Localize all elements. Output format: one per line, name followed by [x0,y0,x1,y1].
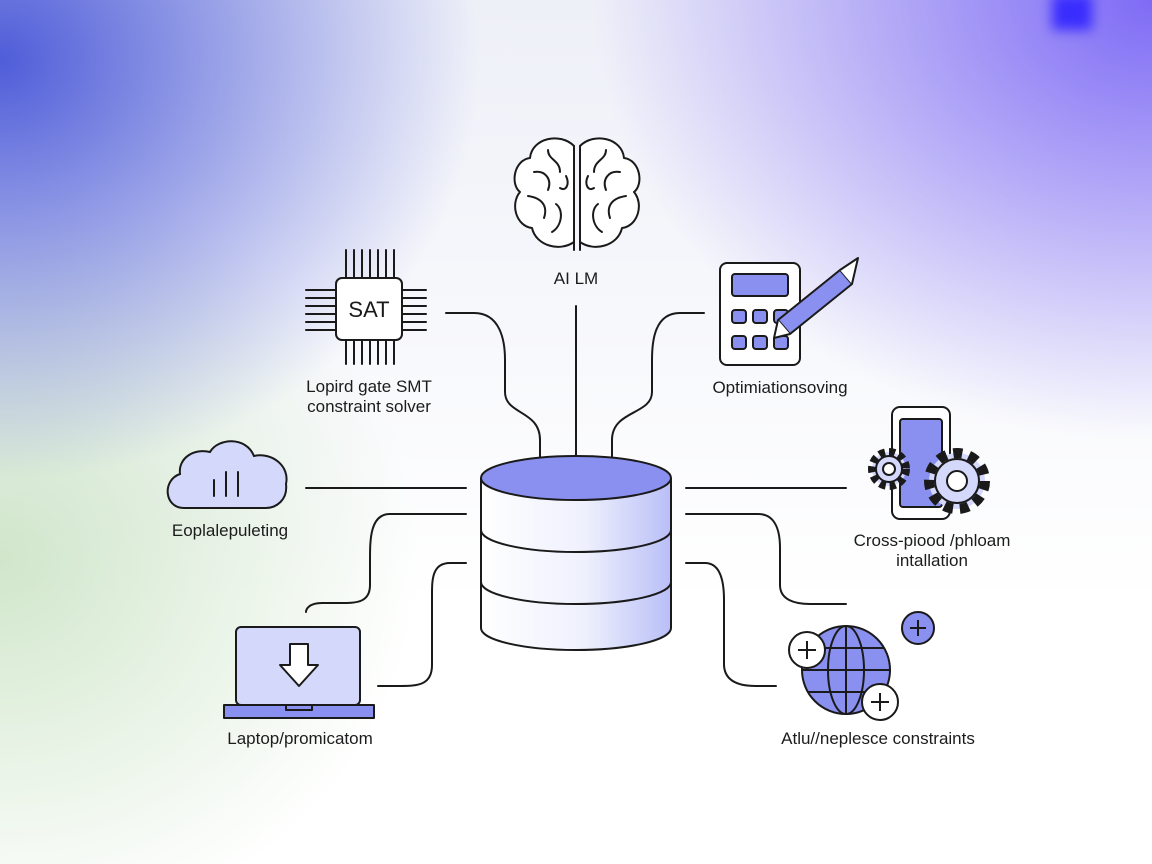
brain-icon [513,137,641,251]
cloud-label: Eoplalepuleting [171,521,289,540]
connector-lines [305,305,847,687]
corner-accent-square [1052,0,1092,30]
ai-lm-label: AI LM [553,269,599,288]
connector-laptop-lower [377,562,467,687]
connector-cross-platform-lower [685,513,847,605]
large-gear-icon [924,448,990,514]
laptop-label: Laptop/promicatom [227,729,373,748]
plus-badge-icon [788,631,826,669]
plus-badge-icon [861,683,899,721]
optimization-label: Optimiationsoving [712,378,848,397]
globe-label: Atlu//neplesce constraints [781,729,975,748]
cross-platform-label-line2: intallation [896,551,968,570]
pencil-icon [773,257,859,339]
gear-icon [868,448,910,490]
calculator-icon [719,262,801,366]
connector-laptop-upper [305,513,467,613]
plus-badge-icon [901,611,935,645]
cloud-icon [166,440,288,509]
connector-globe [685,562,777,687]
cross-platform-label-line1: Cross-piood /phloam [853,531,1011,550]
sat-chip-text: SAT [348,297,389,322]
database-cylinder-icon [480,455,672,651]
sat-chip-icon [305,249,427,365]
connector-optimization [611,312,705,477]
connector-sat [445,312,541,477]
sat-label-line1: Lopird gate SMT [306,377,432,396]
download-arrow-icon [279,643,319,687]
sat-label-line2: constraint solver [307,397,431,416]
